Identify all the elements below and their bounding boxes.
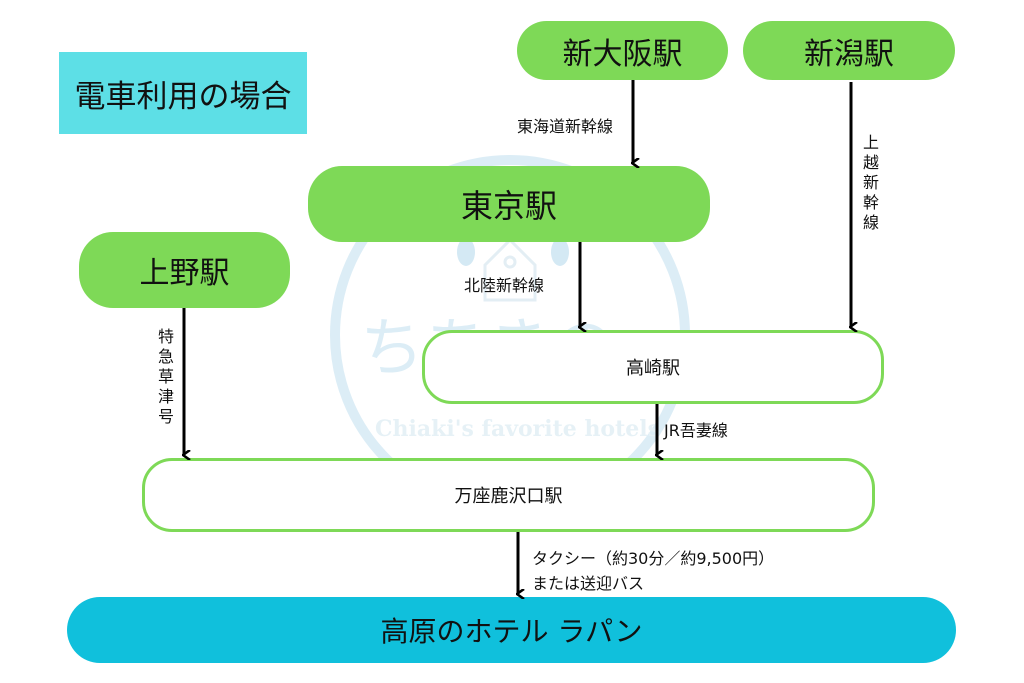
station-takasaki: 高崎駅 [422,330,884,404]
route-label-final-line1: タクシー（約30分／約9,500円） [532,549,775,568]
station-label: 新潟駅 [804,36,894,72]
route-label-tokaido: 東海道新幹線 [517,117,614,136]
station-niigata: 新潟駅 [743,21,955,80]
route-label-joetsu: 上越新幹線 [862,133,879,232]
route-label-agatsuma: JR吾妻線 [664,421,728,440]
station-label: 新大阪駅 [562,36,683,72]
route-label-hokuriku: 北陸新幹線 [464,276,545,295]
page-title: 電車利用の場合 [59,52,307,134]
destination-label: 高原のホテル ラパン [380,615,643,648]
station-shin-osaka: 新大阪駅 [517,21,728,80]
station-label: 万座鹿沢口駅 [454,486,563,507]
station-label: 高崎駅 [626,358,680,379]
page-title-text: 電車利用の場合 [74,78,292,115]
route-label-kusatsu: 特急草津号 [157,327,174,426]
station-label: 東京駅 [460,187,557,225]
destination-hotel: 高原のホテル ラパン [67,597,956,663]
station-label: 上野駅 [139,256,230,291]
station-tokyo: 東京駅 [308,166,710,242]
station-ueno: 上野駅 [79,232,290,308]
station-manza-kazawaguchi: 万座鹿沢口駅 [142,458,875,532]
route-label-final-line2: または送迎バス [532,574,645,593]
